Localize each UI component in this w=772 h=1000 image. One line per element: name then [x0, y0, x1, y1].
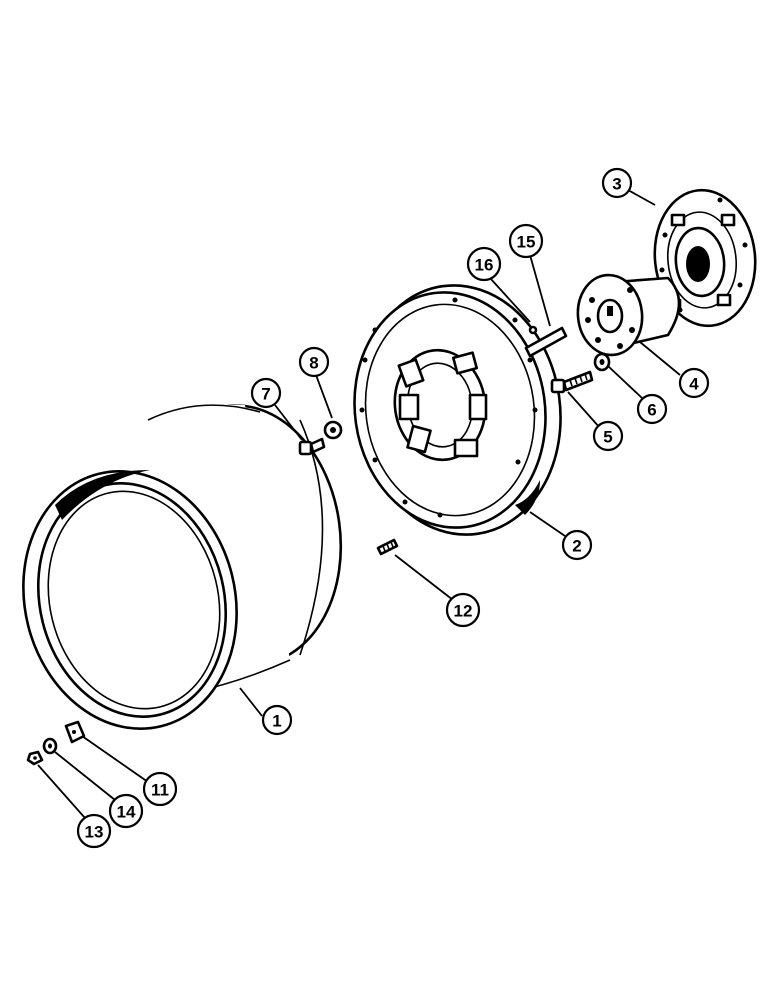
rim-nut — [323, 420, 343, 440]
svg-text:6: 6 — [647, 401, 656, 420]
rim-clamp — [64, 720, 86, 744]
callout-14: 14 — [108, 793, 144, 829]
detent-ball — [528, 325, 538, 335]
svg-text:13: 13 — [85, 823, 104, 842]
callout-4: 4 — [678, 367, 710, 399]
callout-13: 13 — [76, 813, 112, 849]
svg-text:12: 12 — [454, 602, 473, 621]
pin — [524, 326, 568, 358]
callout-8: 8 — [298, 346, 330, 378]
clamp-nut — [26, 750, 44, 766]
hub-flange — [653, 188, 757, 328]
svg-text:5: 5 — [603, 428, 612, 447]
svg-text:15: 15 — [517, 233, 536, 252]
svg-text:1: 1 — [272, 712, 281, 731]
stud — [376, 538, 399, 556]
svg-text:3: 3 — [612, 175, 621, 194]
svg-text:4: 4 — [689, 375, 699, 394]
callout-1: 1 — [261, 704, 293, 736]
wheel-rim — [22, 404, 343, 730]
svg-text:2: 2 — [572, 537, 581, 556]
callout-7: 7 — [250, 377, 282, 409]
callout-12: 12 — [445, 592, 481, 628]
svg-text:16: 16 — [475, 256, 494, 275]
callout-11: 11 — [142, 771, 178, 807]
callout-5: 5 — [592, 420, 624, 452]
svg-text:8: 8 — [309, 354, 318, 373]
rim-bolt — [298, 437, 326, 456]
svg-text:11: 11 — [151, 781, 169, 800]
callout-3: 3 — [601, 167, 633, 199]
wheel-center-disc — [353, 284, 562, 536]
hub-bolt — [550, 370, 594, 394]
clamp-washer — [42, 737, 58, 755]
svg-text:14: 14 — [117, 803, 136, 822]
leader-lines — [37, 189, 681, 819]
callout-6: 6 — [636, 393, 668, 425]
callout-16: 16 — [466, 246, 502, 282]
svg-text:7: 7 — [261, 385, 270, 404]
callout-2: 2 — [561, 529, 593, 561]
callout-15: 15 — [508, 223, 544, 259]
hub-washer — [593, 352, 611, 372]
hub — [576, 273, 681, 357]
